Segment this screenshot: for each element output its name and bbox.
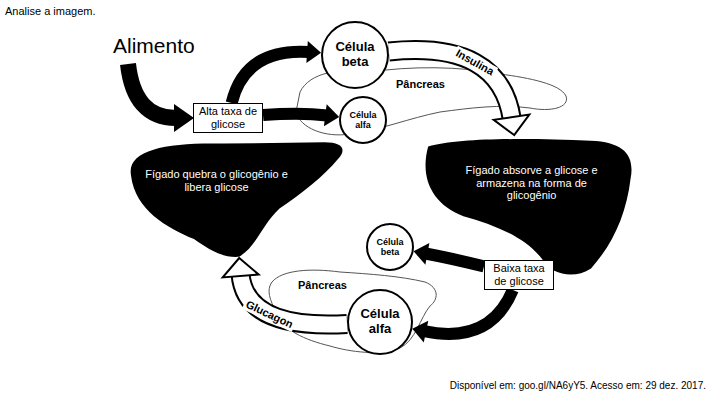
arrow-body — [425, 253, 484, 266]
food-arrowhead — [174, 104, 194, 132]
food-label: Alimento — [113, 34, 195, 58]
liver-fill — [426, 139, 632, 275]
stimulus-arrow — [232, 41, 321, 103]
hormone-label: Glucagon — [242, 297, 297, 332]
organ-label: Pâncreas — [298, 279, 347, 291]
liver-outline — [122, 140, 347, 258]
cell-label: Célula alfa — [345, 110, 381, 131]
arrow-body — [263, 114, 327, 116]
stimulus-arrow — [414, 243, 484, 266]
arrow-outline — [241, 274, 348, 325]
liver-label: Fígado absorve a glicose e armazena na f… — [455, 164, 609, 202]
liver-shape: Fígado quebra o glicogênio e libera glic… — [122, 140, 347, 258]
arrowhead — [414, 243, 430, 265]
stimulus-arrow — [412, 290, 512, 342]
arrow-body — [424, 290, 513, 334]
hormone-label: Insulina — [452, 46, 498, 79]
source-caption: Disponível em: goo.gl/NA6yY5. Acesso em:… — [450, 380, 706, 391]
liver-outline — [415, 135, 635, 280]
arrow-body — [232, 52, 309, 103]
arrowhead — [412, 321, 428, 343]
arrow-body — [241, 274, 348, 325]
organ-label: Pâncreas — [396, 78, 445, 90]
box-label: Baixa taxa de glicose — [489, 262, 549, 287]
glucose-level-box: Baixa taxa de glicose — [484, 260, 554, 290]
box-label: Alta taxa de glicose — [198, 105, 258, 130]
arrowhead — [324, 104, 339, 126]
liver-text-area: Fígado absorve a glicose e armazena na f… — [455, 164, 609, 202]
food-arrow — [128, 64, 176, 118]
arrowhead — [306, 41, 321, 63]
liver-text-area: Fígado quebra o glicogênio e libera glic… — [136, 168, 298, 193]
hormone-arrow — [389, 50, 530, 135]
page-title: Analise a imagem. — [5, 5, 96, 17]
cell-label: Célula beta — [328, 40, 382, 70]
stimulus-arrow — [263, 104, 339, 126]
pancreatic-cell-circle: Célula beta — [321, 21, 389, 89]
cell-label: Célula alfa — [354, 307, 406, 337]
pancreatic-cell-circle: Célula alfa — [339, 96, 387, 144]
pancreatic-cell-circle: Célula alfa — [347, 289, 413, 355]
arrow-body — [389, 50, 512, 119]
cell-label: Célula beta — [372, 237, 408, 258]
arrowhead — [494, 115, 530, 135]
liver-label: Fígado quebra o glicogênio e libera glic… — [136, 168, 298, 193]
arrow-outline — [389, 50, 512, 119]
pancreatic-cell-circle: Célula beta — [366, 223, 414, 271]
liver-fill — [131, 142, 343, 257]
arrowhead — [223, 258, 259, 277]
glucose-level-box: Alta taxa de glicose — [193, 103, 263, 133]
liver-shape: Fígado absorve a glicose e armazena na f… — [415, 135, 635, 280]
